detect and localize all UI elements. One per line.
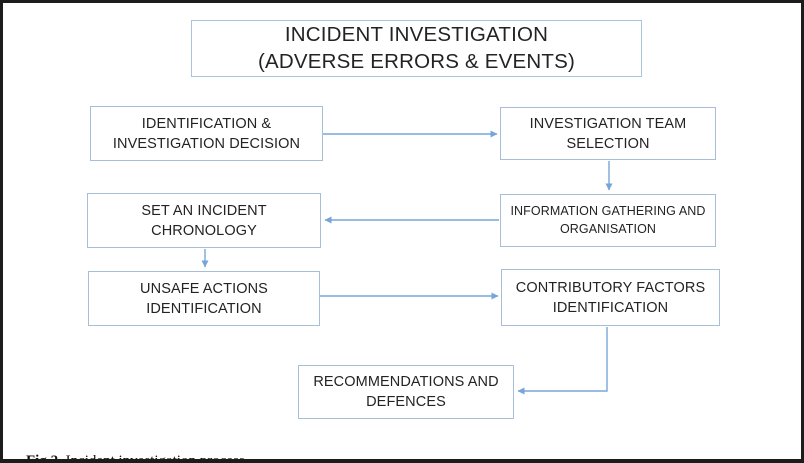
node-label-line: IDENTIFICATION — [552, 299, 669, 316]
figure-caption-label: Fig 2. — [26, 453, 62, 463]
flow-node-recommendations-and-defences: RECOMMENDATIONS AND DEFENCES — [298, 365, 514, 419]
node-label-line: IDENTIFICATION — [146, 300, 262, 317]
connector-contributory-to-recommendations — [517, 327, 608, 395]
node-label-line: SET AN INCIDENT — [141, 202, 267, 219]
flow-node-information-gathering-and-organisation: INFORMATION GATHERING AND ORGANISATION — [500, 194, 716, 247]
flow-node-set-an-incident-chronology: SET AN INCIDENT CHRONOLOGY — [87, 193, 321, 248]
figure-caption: Fig 2. Incident investigation process. — [11, 436, 249, 463]
diagram-title-line2: (ADVERSE ERRORS & EVENTS) — [257, 49, 576, 73]
node-label-line: DEFENCES — [366, 394, 446, 410]
node-label-line: INVESTIGATION DECISION — [112, 135, 301, 152]
node-label-line: ORGANISATION — [559, 221, 657, 236]
node-label-line: CONTRIBUTORY FACTORS — [515, 279, 706, 296]
node-label-line: INFORMATION GATHERING AND — [510, 204, 706, 219]
flow-node-investigation-team-selection: INVESTIGATION TEAM SELECTION — [500, 107, 716, 160]
flow-node-identification-investigation-decision: IDENTIFICATION & INVESTIGATION DECISION — [90, 106, 323, 161]
flow-node-contributory-factors-identification: CONTRIBUTORY FACTORS IDENTIFICATION — [501, 269, 720, 326]
node-label-line: INVESTIGATION TEAM — [529, 115, 687, 132]
flow-node-unsafe-actions-identification: UNSAFE ACTIONS IDENTIFICATION — [88, 271, 320, 326]
diagram-title: INCIDENT INVESTIGATION (ADVERSE ERRORS &… — [191, 20, 642, 77]
node-label-line: UNSAFE ACTIONS — [140, 280, 268, 297]
node-label-line: SELECTION — [566, 135, 650, 152]
node-label-line: RECOMMENDATIONS AND — [313, 374, 499, 390]
node-label-line: CHRONOLOGY — [151, 222, 257, 239]
diagram-title-line1: INCIDENT INVESTIGATION — [284, 22, 549, 46]
figure-caption-text: Incident investigation process. — [61, 453, 249, 463]
node-label-line: IDENTIFICATION & — [141, 115, 272, 132]
